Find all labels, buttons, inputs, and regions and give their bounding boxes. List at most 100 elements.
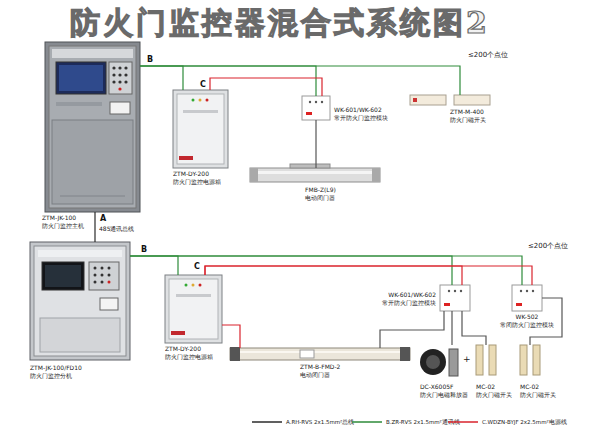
device-label: MC-02防火门磁开关 [520, 383, 556, 398]
sub-cabinet-part [101, 274, 104, 277]
device-name: 常开防火门监控模块 [334, 114, 388, 122]
device-name: 防火门监控电源箱 [165, 353, 213, 361]
device-name: 防火门监控电源箱 [173, 178, 221, 186]
module-bottom-1-part [444, 303, 450, 306]
wire-connector [94, 212, 95, 242]
device-name: 防火门电磁释放器 [420, 391, 468, 399]
module-bottom-2-part [526, 290, 528, 292]
door-closer-top-part [250, 171, 380, 174]
module-bottom-1-part [440, 285, 470, 311]
model-number: WK-601/WK-602 [334, 106, 388, 114]
device-node: MC-02防火门磁开关 [476, 345, 496, 375]
legend-line [352, 419, 382, 425]
electromagnetic-release [420, 349, 458, 376]
magnet-switch-top-part [454, 95, 490, 105]
note-label: ≤200个点位 [468, 52, 508, 60]
device-label: WK-601/WK-602常开防火门监控模块 [334, 106, 388, 121]
wire-connector [205, 266, 532, 285]
model-number: ZTM-DY-200 [173, 170, 221, 178]
master-cabinet-part [112, 80, 115, 83]
sub-cabinet-part [94, 281, 97, 284]
device-label: DC-X6005F防火门电磁释放器 [420, 383, 468, 398]
wire-connector [140, 66, 316, 96]
power-box-top-part [179, 156, 193, 160]
device-label: ZTM-B-FMD-2电动闭门器 [300, 363, 340, 378]
device-name: 电动闭门器 [300, 371, 340, 379]
door-closer-bottom [230, 347, 410, 361]
note-label: 485通讯总线 [99, 226, 134, 233]
master-cabinet-part [45, 42, 140, 212]
device-label: MC-02防火门磁开关 [476, 383, 512, 398]
wire-label: A [99, 215, 107, 223]
device-label: WK-502常闭防火门监控模块 [500, 313, 554, 328]
sub-cabinet-part [108, 267, 111, 270]
wire-connector [130, 256, 522, 285]
module-bottom-1-part [460, 290, 462, 292]
wire-connector [205, 266, 462, 285]
master-cabinet-part [118, 87, 121, 90]
note-label: ≤200个点位 [528, 243, 568, 251]
legend-line-sample [252, 422, 282, 424]
note-label: + [463, 355, 471, 365]
device-node: ZTM-DY-200防火门监控电源箱 [173, 90, 228, 168]
model-number: WK-502 [500, 313, 554, 321]
master-cabinet-part [109, 62, 132, 94]
power-box-bottom-part [165, 275, 222, 343]
power-box-bottom-part [176, 294, 211, 297]
magnet-switch-top-part [413, 98, 417, 102]
model-number: ZTM-B-FMD-2 [300, 363, 340, 371]
door-closer-bottom-part [230, 351, 410, 353]
legend-line [448, 419, 478, 425]
door-closer-top-part [250, 168, 380, 182]
device-label: ZTM-DY-200防火门监控电源箱 [173, 170, 221, 185]
device-label: FMB-Z(L9)电动闭门器 [305, 186, 336, 201]
master-cabinet-part [49, 46, 136, 208]
sub-cabinet-part [101, 281, 104, 284]
model-number: ZTM-M-400 [450, 108, 486, 116]
module-bottom-1 [440, 285, 470, 311]
master-cabinet-part [110, 102, 130, 114]
power-box-top-part [199, 99, 202, 102]
sub-cabinet-part [94, 274, 97, 277]
wire-label: C [193, 263, 201, 271]
device-label: ZTM-JK-100防火门监控主机 [42, 214, 84, 229]
wire-connector [462, 311, 486, 345]
magnet-switch-b-part [533, 345, 540, 375]
module-bottom-2-part [516, 303, 522, 306]
power-box-top-part [173, 90, 228, 168]
wire-connector [451, 311, 452, 345]
sub-cabinet-part [101, 267, 104, 270]
sub-cabinet-part [108, 274, 111, 277]
sub-cabinet-part [42, 262, 84, 290]
model-number: MC-02 [520, 383, 556, 391]
device-name: 防火门磁开关 [476, 391, 512, 399]
model-number: MC-02 [476, 383, 512, 391]
magnet-switch-a [476, 345, 496, 375]
door-closer-bottom-part [230, 347, 240, 361]
master-cabinet-part [118, 80, 121, 83]
module-bottom-1-part [454, 290, 456, 292]
model-number: ZTM-JK-100/FD10 [30, 364, 82, 372]
device-name: 防火门监控分机 [30, 372, 82, 380]
device-name: 电动闭门器 [305, 194, 336, 202]
device-label: ZTM-DY-200防火门监控电源箱 [165, 345, 213, 360]
power-box-bottom-part [169, 279, 218, 339]
legend-item: B.ZR-RVS 2x1.5mm²通讯线 [352, 419, 460, 426]
wire-connector [140, 66, 183, 90]
device-name: 防火门磁开关 [520, 391, 556, 399]
device-node: ZTM-M-400防火门磁开关 [410, 95, 490, 105]
device-name: 防火门磁开关 [450, 116, 486, 124]
power-box-bottom-part [171, 331, 185, 335]
wire-label: B [146, 56, 154, 64]
door-closer-top-part [290, 164, 330, 168]
power-box-bottom-part [199, 284, 202, 287]
master-cabinet-part [112, 66, 115, 69]
power-box-bottom-part [185, 284, 188, 287]
master-cabinet-part [124, 80, 127, 83]
master-cabinet-part [56, 62, 106, 94]
master-cabinet-part [60, 196, 125, 197]
device-name: 防火门监控主机 [42, 222, 84, 230]
device-node: DC-X6005F防火门电磁释放器 [420, 345, 460, 380]
sub-cabinet-part [89, 262, 119, 290]
door-closer-top-part [250, 168, 258, 182]
